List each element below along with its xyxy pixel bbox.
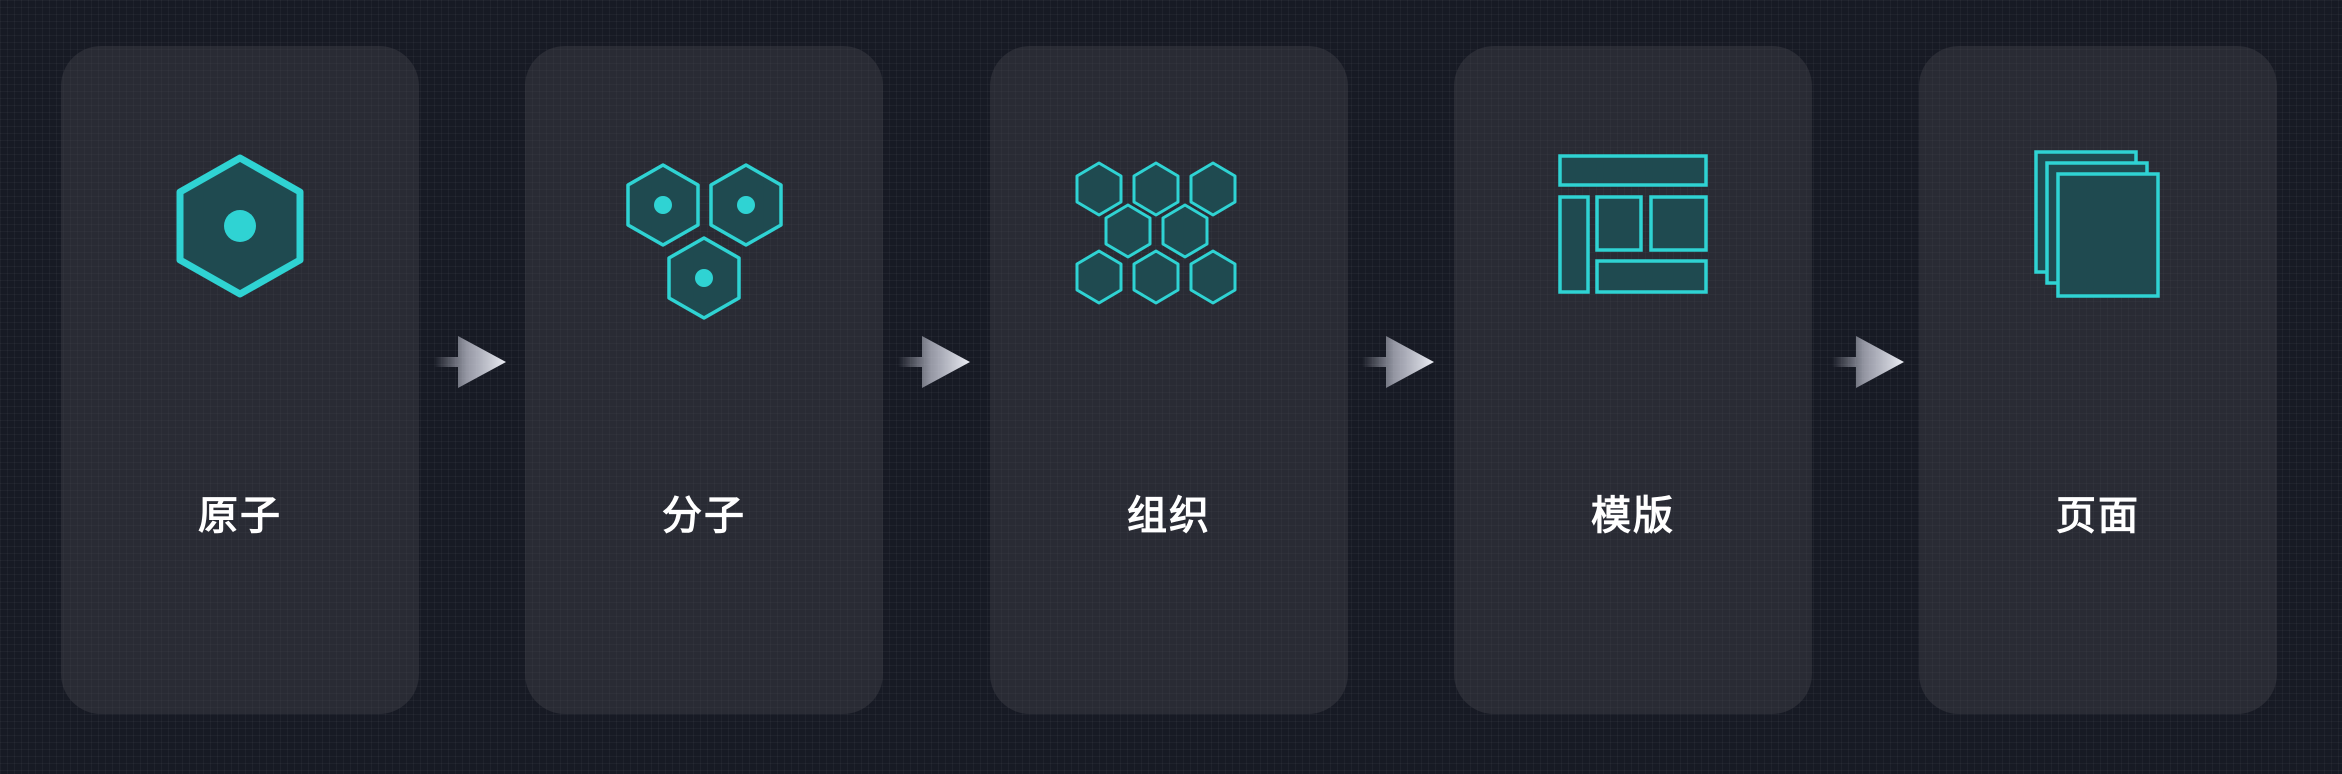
stage-card-molecules: 分子 [525,46,883,714]
stage-label: 页面 [2056,493,2140,539]
three-hexagons-molecule-icon [604,126,804,326]
stage-label: 模版 [1591,493,1675,539]
stage-label: 组织 [1127,493,1211,539]
layout-template-icon [1533,126,1733,326]
stage-card-pages: 页面 [1919,46,2277,714]
right-arrow-icon [434,334,510,390]
right-arrow-icon [898,334,974,390]
hexagon-cluster-organism-icon [1069,126,1269,326]
stage-label: 原子 [198,493,282,539]
right-arrow-icon [1362,334,1438,390]
stage-card-templates: 模版 [1454,46,1812,714]
right-arrow-icon [1832,334,1908,390]
single-hexagon-atom-icon [140,126,340,326]
stage-label: 分子 [662,493,746,539]
stage-card-atoms: 原子 [61,46,419,714]
stage-card-organisms: 组织 [990,46,1348,714]
stacked-pages-icon [1998,126,2198,326]
